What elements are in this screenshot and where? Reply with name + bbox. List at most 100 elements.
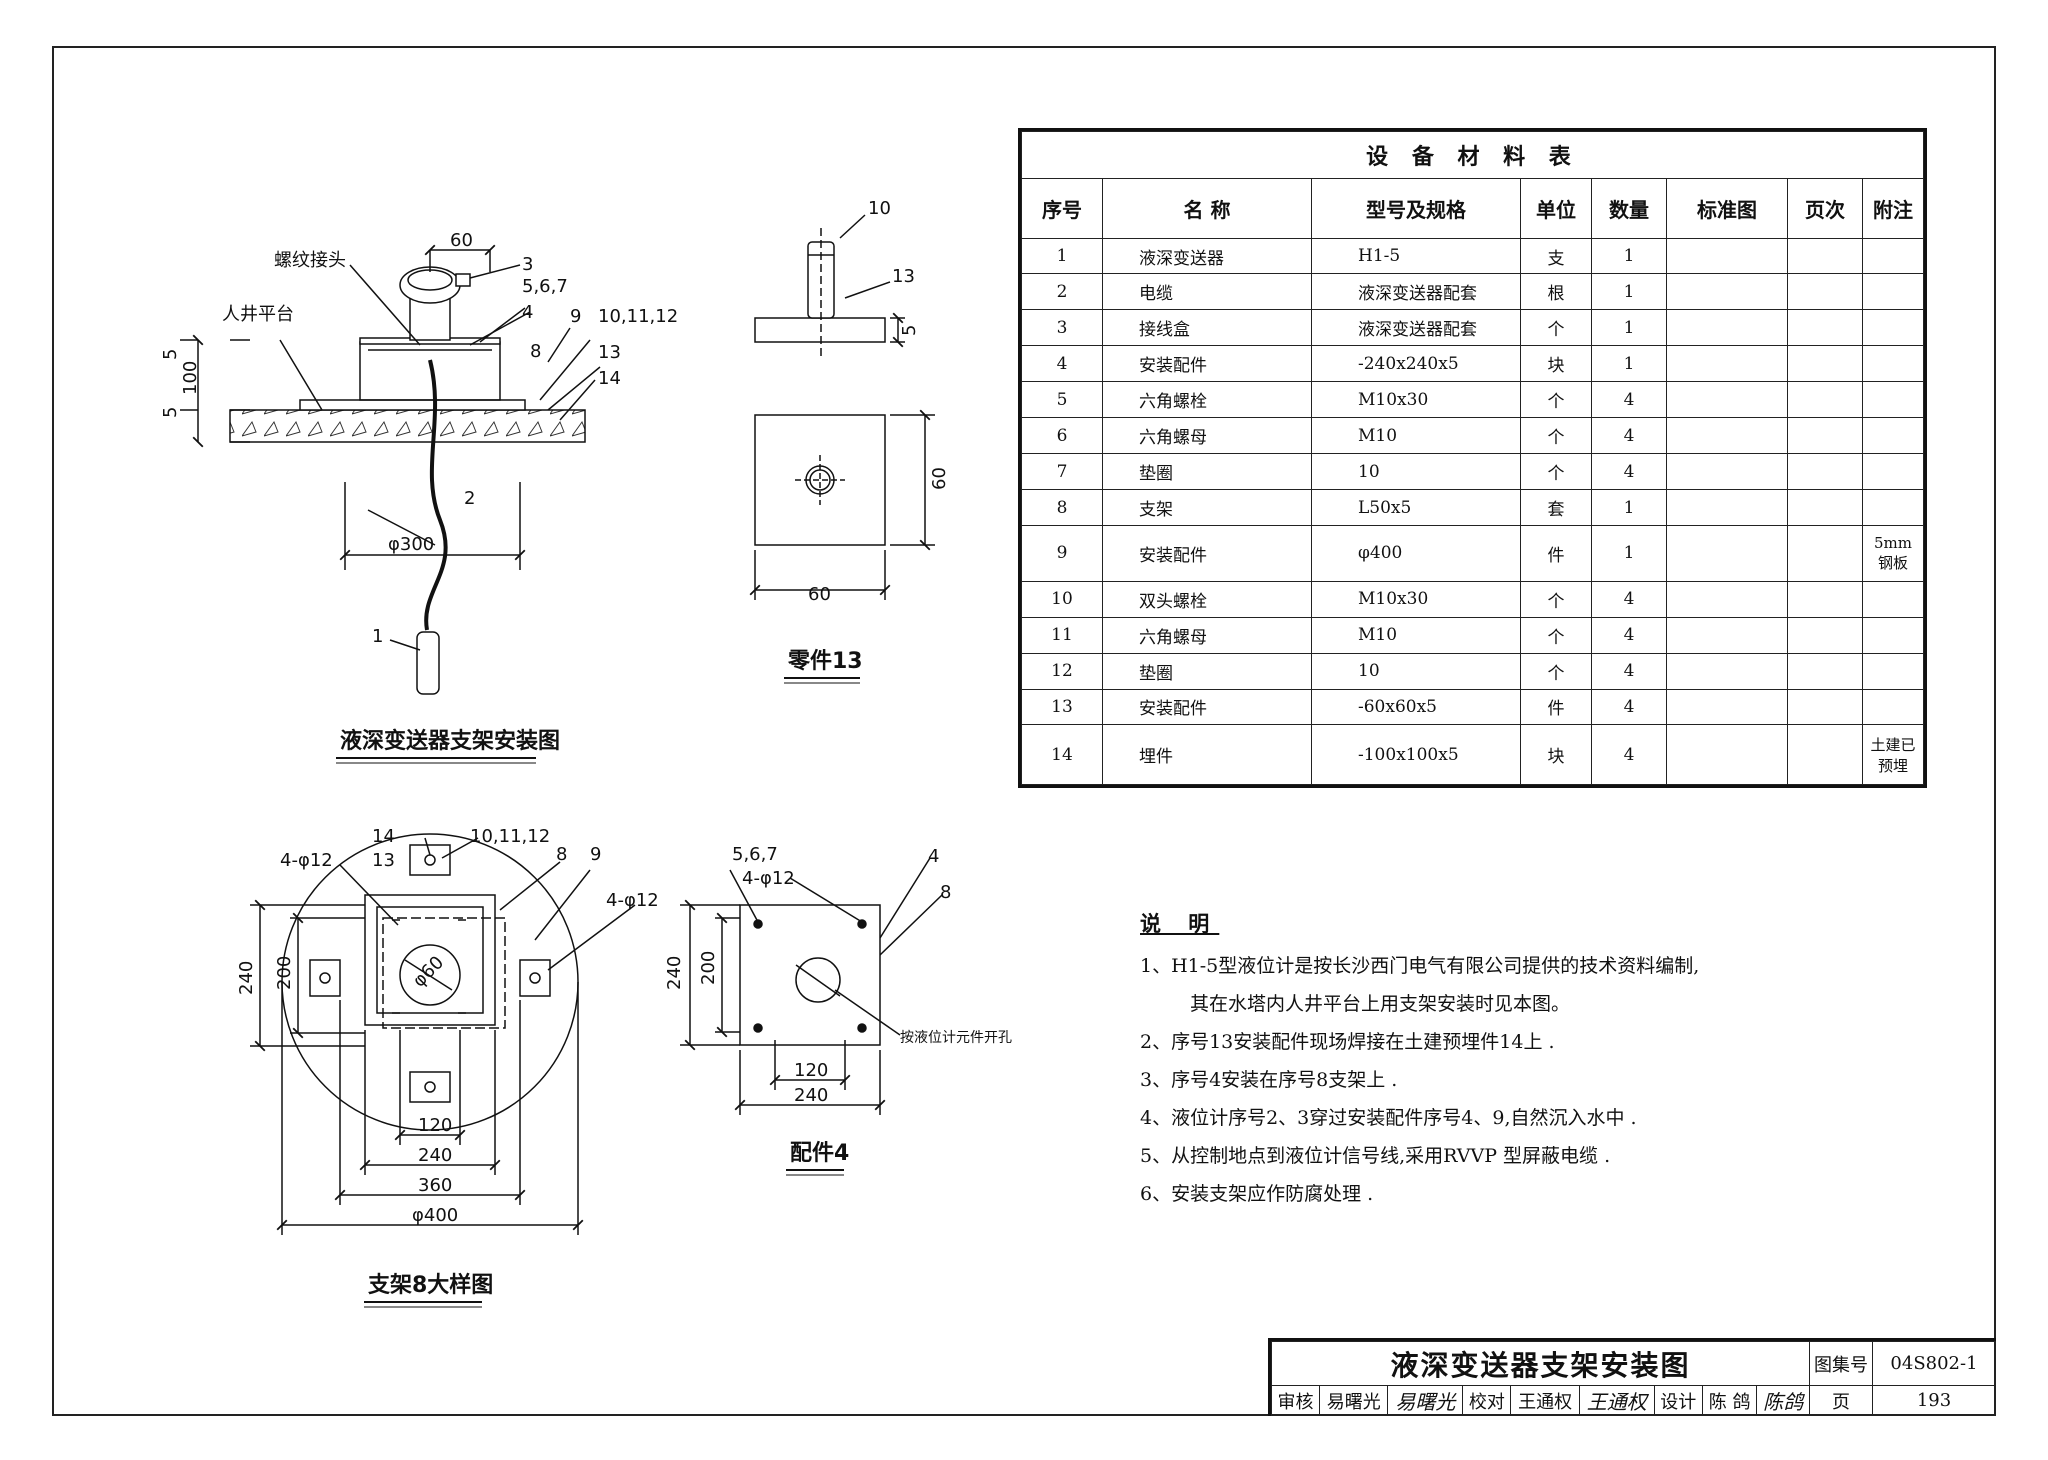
materials-table: 设 备 材 料 表 序号 名 称 型号及规格 单位 数量 标准图 页次 附注 1… [1018,128,1927,788]
materials-cell [1666,309,1788,347]
threaded-joint-label: 螺纹接头 [274,250,346,271]
part13-view [749,214,935,600]
materials-cell: 1 [1591,345,1667,383]
probe-1 [416,631,440,695]
dim-120-part4: 120 [794,1060,828,1081]
materials-cell: 安装配件 [1102,525,1312,582]
dim-60-vert: 60 [929,467,950,490]
callout-10-11-12-plan: 10,11,12 [470,826,550,847]
materials-cell [1666,417,1788,455]
elevation-title: 液深变送器支架安装图 [340,728,560,754]
hole-label-part4: 4-φ12 [742,868,795,889]
materials-cell: -240x240x5 [1311,345,1521,383]
note-item: 5、从控制地点到液位计信号线,采用RVVP 型屏蔽电缆 . [1140,1145,1611,1167]
elevation-labels: 螺纹接头 人井平台 60 3 5,6,7 4 9 10,11,12 8 13 1… [160,230,678,764]
design-label: 设计 [1653,1385,1703,1416]
materials-cell: 1 [1021,237,1103,275]
designer-name: 陈 鸽 [1701,1385,1758,1416]
dim-240-part4-vert: 240 [664,956,685,990]
notes-section: 说 明 1、H1-5型液位计是按长沙西门电气有限公司提供的技术资料编制, 其在水… [1140,905,1780,1213]
part4-title: 配件4 [790,1141,849,1166]
materials-cell [1787,381,1863,419]
materials-cell: 双头螺栓 [1102,580,1312,618]
materials-cell: 件 [1520,525,1592,582]
drawing-frame [52,46,1996,1416]
check-label: 校对 [1462,1385,1512,1416]
elevation-view [180,244,601,695]
materials-cell: 个 [1520,453,1592,491]
dim-60: 60 [450,230,473,251]
materials-cell: M10 [1311,616,1521,654]
materials-cell [1787,724,1863,785]
part4-labels: 5,6,7 4-φ12 4 8 按液位计元件开孔 240 200 120 240… [664,844,1012,1176]
designer-signature: 陈鸽 [1756,1385,1810,1416]
materials-cell [1862,273,1924,311]
materials-cell: 1 [1591,525,1667,582]
dim-240-horiz: 240 [418,1145,452,1166]
callout-1: 1 [372,626,383,647]
materials-cell: 10 [1021,580,1103,618]
materials-cell: 液深变送器配套 [1311,309,1521,347]
materials-cell: 11 [1021,616,1103,654]
materials-cell: 个 [1520,616,1592,654]
materials-cell: 垫圈 [1102,453,1312,491]
materials-cell [1666,345,1788,383]
materials-cell: 7 [1021,453,1103,491]
materials-cell: 液深变送器 [1102,237,1312,275]
dim-200-vert: 200 [274,956,295,990]
part13-title: 零件13 [787,649,863,674]
materials-cell: 套 [1520,489,1592,527]
materials-cell: 1 [1591,237,1667,275]
dim-60-horiz: 60 [808,584,831,605]
materials-cell: 13 [1021,688,1103,726]
materials-cell: 10 [1311,453,1521,491]
sensor-hole-label: 按液位计元件开孔 [900,1030,1012,1046]
materials-cell: 块 [1520,724,1592,785]
cable-2 [424,359,448,631]
note-item: 1、H1-5型液位计是按长沙西门电气有限公司提供的技术资料编制, [1140,955,1700,977]
callout-8-plan: 8 [556,844,567,865]
col-header: 标准图 [1666,178,1788,239]
materials-cell: 个 [1520,309,1592,347]
col-header: 序号 [1021,178,1103,239]
materials-cell [1787,417,1863,455]
materials-cell: 个 [1520,580,1592,618]
materials-cell: 块 [1520,345,1592,383]
materials-cell [1666,688,1788,726]
dim-phi400: φ400 [412,1205,458,1226]
materials-cell: 5mm钢板 [1862,525,1924,582]
materials-header-row: 序号 名 称 型号及规格 单位 数量 标准图 页次 附注 [1021,178,1924,239]
note-item: 4、液位计序号2、3穿过安装配件序号4、9,自然沉入水中 . [1140,1107,1637,1129]
page-label: 页 [1809,1385,1873,1416]
materials-cell: 10 [1311,652,1521,690]
callout-9-plan: 9 [590,844,601,865]
materials-cell: 垫圈 [1102,652,1312,690]
materials-cell: 安装配件 [1102,345,1312,383]
part4-view [680,857,943,1115]
dim-200-part4-vert: 200 [698,951,719,985]
callout-3: 3 [522,254,533,275]
materials-title: 设 备 材 料 表 [1021,131,1924,179]
materials-cell: 12 [1021,652,1103,690]
callout-8: 8 [530,341,541,362]
materials-cell [1787,453,1863,491]
hole-label-right: 4-φ12 [606,890,659,911]
dim-240-vert: 240 [236,961,257,995]
callout-13-part13: 13 [892,266,915,287]
materials-cell [1787,489,1863,527]
materials-cell [1862,345,1924,383]
materials-cell [1787,309,1863,347]
callout-14: 14 [598,368,621,389]
materials-cell: 5 [1021,381,1103,419]
callout-14-plan: 14 [372,826,395,847]
note-item: 其在水塔内人井平台上用支架安装时见本图。 [1190,993,1571,1015]
dim-phi300: φ300 [388,534,434,555]
materials-cell: L50x5 [1311,489,1521,527]
